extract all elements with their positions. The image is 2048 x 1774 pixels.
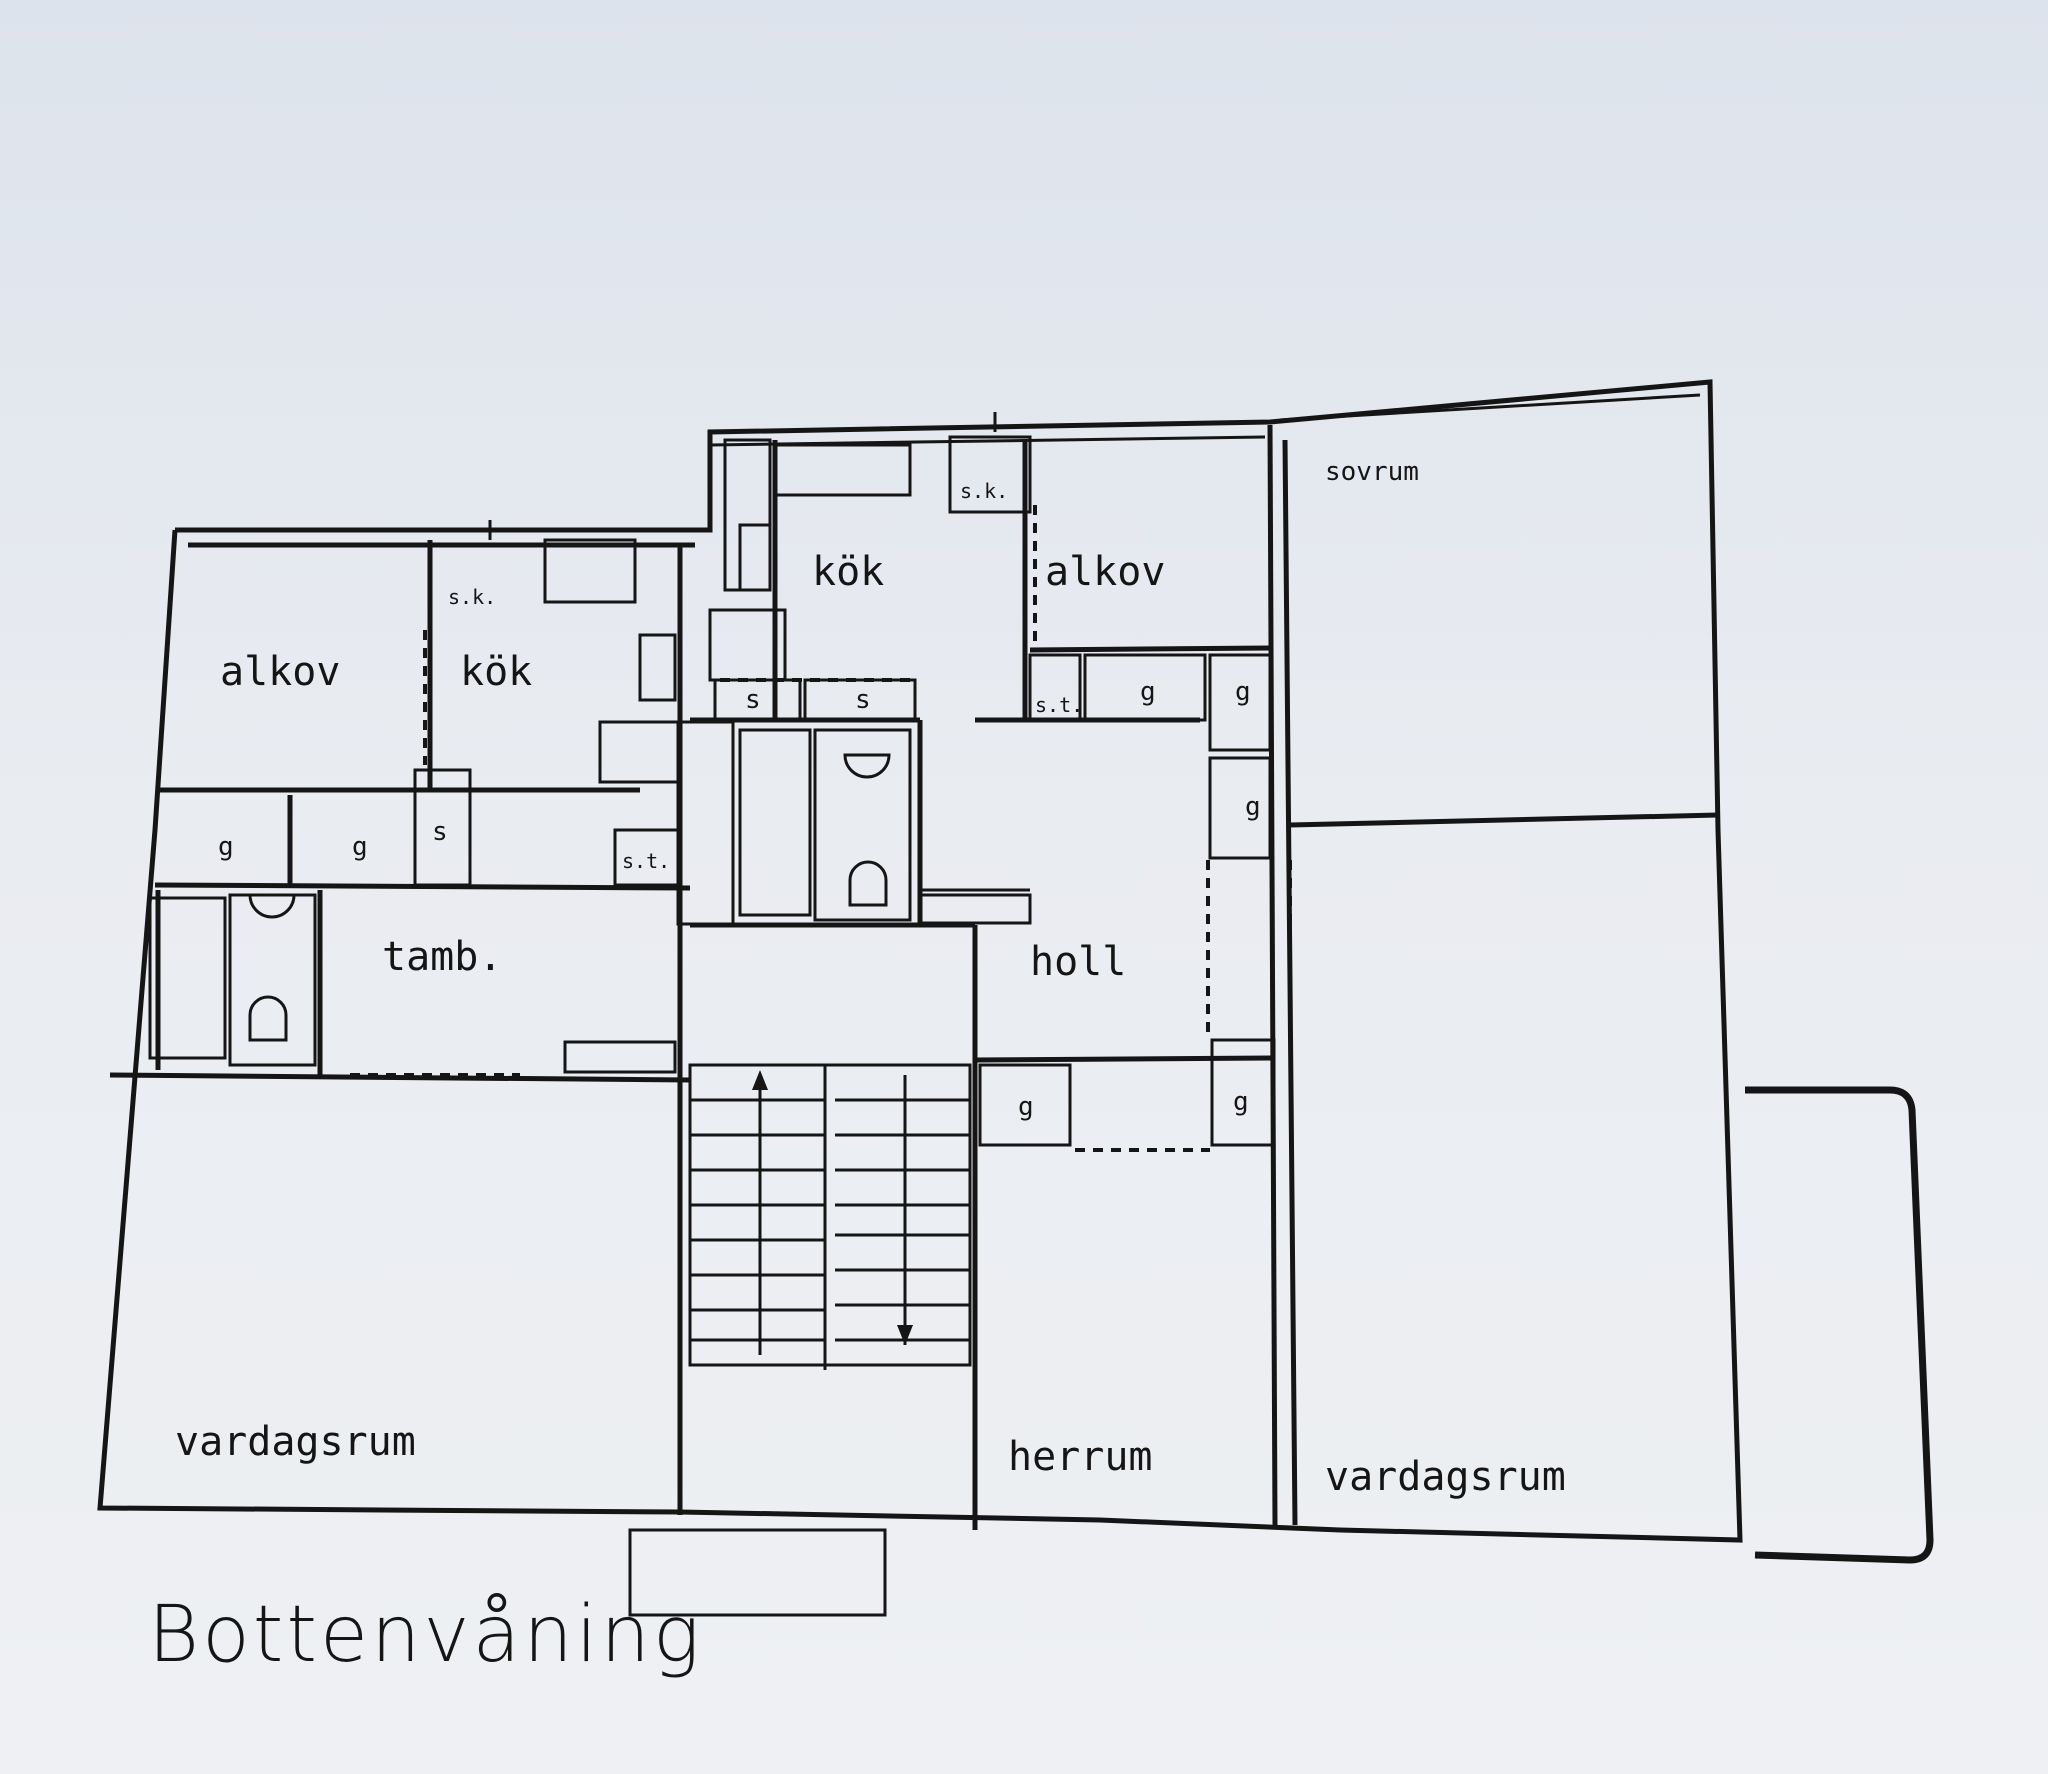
- label-st-right: s.t.: [1035, 693, 1083, 717]
- label-s-mid2: s: [855, 685, 871, 715]
- label-herrum: herrum: [1008, 1434, 1153, 1480]
- label-alkov-right: alkov: [1045, 549, 1165, 595]
- label-s-left: s: [432, 817, 448, 847]
- staircase: [688, 1063, 972, 1370]
- label-kok-mid: kök: [812, 549, 884, 595]
- plan-title: Bottenvåning: [148, 1590, 703, 1680]
- label-g3: g: [1140, 677, 1156, 707]
- window-marks: [488, 412, 997, 540]
- label-vardagsrum-right: vardagsrum: [1325, 1454, 1566, 1500]
- label-kok-left: kök: [460, 649, 532, 695]
- dashed-openings: [350, 505, 1292, 1152]
- label-sk-mid: s.k.: [960, 479, 1008, 503]
- label-holl: holl: [1030, 939, 1126, 985]
- label-g5: g: [1245, 792, 1261, 822]
- entry-step: [628, 1528, 887, 1617]
- label-g2: g: [352, 832, 368, 862]
- label-vardagsrum-left: vardagsrum: [175, 1419, 416, 1465]
- label-alkov-left: alkov: [220, 649, 340, 695]
- label-tamb: tamb.: [382, 934, 502, 980]
- terrace-outline: [1745, 1086, 1934, 1564]
- label-s-mid1: s: [745, 685, 761, 715]
- fixtures: [248, 753, 891, 1042]
- label-g1: g: [218, 832, 234, 862]
- label-g6: g: [1018, 1092, 1034, 1122]
- label-sovrum: sovrum: [1325, 457, 1419, 487]
- label-st-left: s.t.: [622, 849, 670, 873]
- label-sk-left: s.k.: [448, 585, 496, 609]
- label-g4: g: [1235, 677, 1251, 707]
- label-g7: g: [1233, 1087, 1249, 1117]
